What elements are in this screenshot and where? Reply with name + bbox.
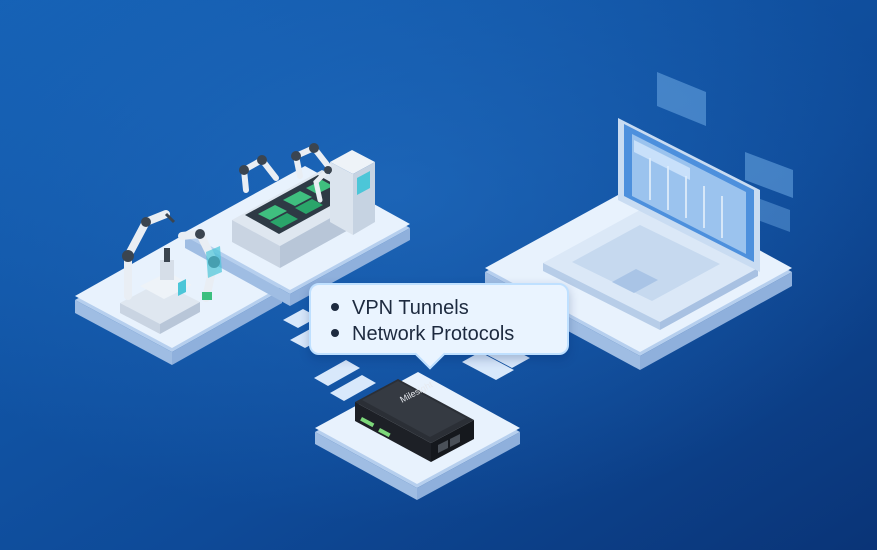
laptop-icon <box>543 72 793 330</box>
bullet-icon <box>331 302 339 311</box>
callout-item-vpn: VPN Tunnels <box>331 295 567 321</box>
bullet-icon <box>331 328 339 337</box>
callout-item-label: VPN Tunnels <box>352 297 469 319</box>
callout-item-label: Network Protocols <box>352 323 515 345</box>
assembly-line-icon <box>232 143 375 268</box>
robot-arm-icon <box>120 210 222 334</box>
router-icon: Milesight <box>355 379 474 462</box>
callout-item-protocols: Network Protocols <box>331 321 567 347</box>
feature-callout: VPN Tunnels Network Protocols <box>309 283 569 355</box>
